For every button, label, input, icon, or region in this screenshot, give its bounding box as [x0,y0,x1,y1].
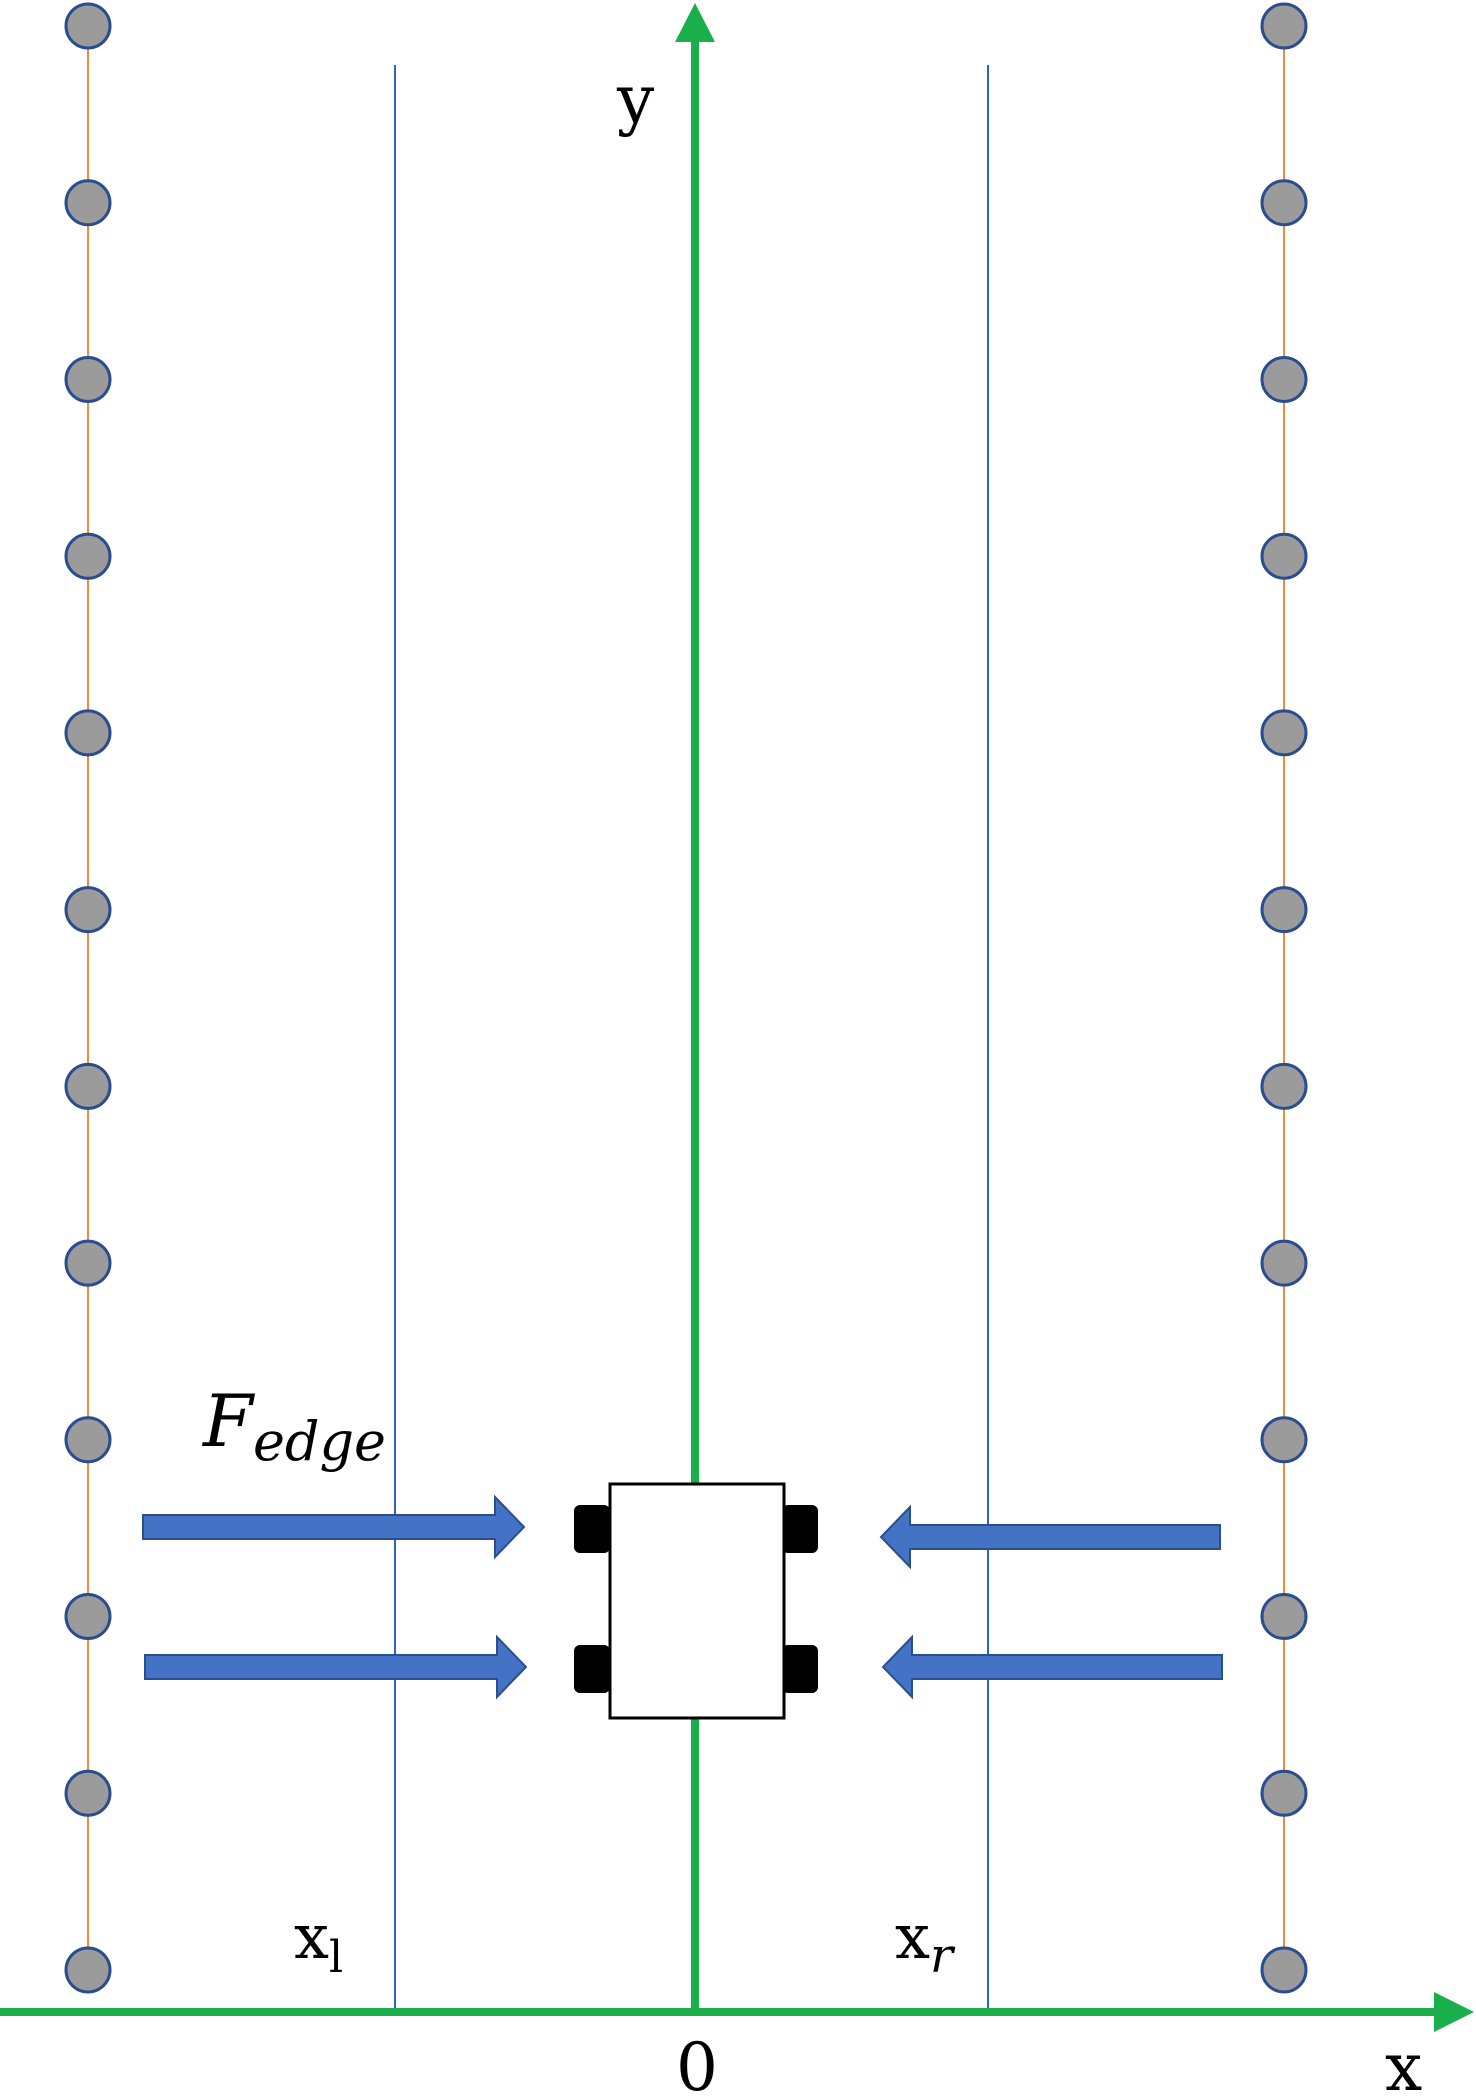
edge-force-label-main: F [201,1379,256,1463]
force-arrow-right-lower [881,1634,1223,1700]
right-row-plant [1260,709,1308,757]
left-row-plant [64,532,112,580]
right-row-plant [1260,1239,1308,1287]
vehicle-body [608,1482,786,1720]
left-boundary-label-main: x [294,1900,329,1973]
left-boundary-label-sub: l [329,1932,343,1983]
right-row-plant [1260,532,1308,580]
left-row-plant [64,1239,112,1287]
left-boundary-label: xl [294,1900,343,1983]
left-row-plant [64,1062,112,1110]
right-row-plant [1260,179,1308,227]
y-axis-label: y [616,61,655,138]
right-row-plant [1260,356,1308,403]
force-arrow-left-lower [144,1634,528,1700]
left-row-plant [64,1946,112,1994]
right-row-plant [1260,1769,1308,1817]
origin-label: 0 [676,2029,718,2100]
left-row-plant [64,709,112,757]
left-plant-row [64,2,112,1994]
force-arrows [142,1494,1223,1700]
right-row-plant [1260,1593,1308,1640]
left-row-plant [64,886,112,934]
right-row-plant [1260,1062,1308,1110]
right-row-plant [1260,1946,1308,1994]
wheel-rear-right [782,1645,818,1693]
wheel-front-left [574,1505,610,1553]
wheel-rear-left [574,1645,610,1693]
x-axis-arrowhead [1434,1992,1474,2032]
right-boundary-label: xr [895,1900,956,1984]
left-row-plant [64,356,112,403]
right-plant-row [1260,2,1308,1994]
right-boundary-label-sub: r [930,1928,956,1984]
edge-force-label-sub: edge [253,1410,386,1473]
force-arrow-right-upper [879,1504,1221,1570]
left-row-plant [64,1416,112,1464]
left-row-plant [64,2,112,50]
left-row-plant [64,179,112,227]
left-row-plant [64,1769,112,1817]
left-row-plant [64,1593,112,1640]
right-boundary-label-main: x [895,1900,930,1973]
right-row-plant [1260,2,1308,50]
force-arrow-left-upper [142,1494,526,1560]
robot-vehicle [574,1482,818,1720]
y-axis-arrowhead [675,3,715,42]
right-row-plant [1260,1416,1308,1464]
x-axis-label: x [1385,2029,1422,2100]
right-row-plant [1260,886,1308,934]
edge-force-label: Fedge [201,1379,386,1473]
wheel-front-right [782,1505,818,1553]
